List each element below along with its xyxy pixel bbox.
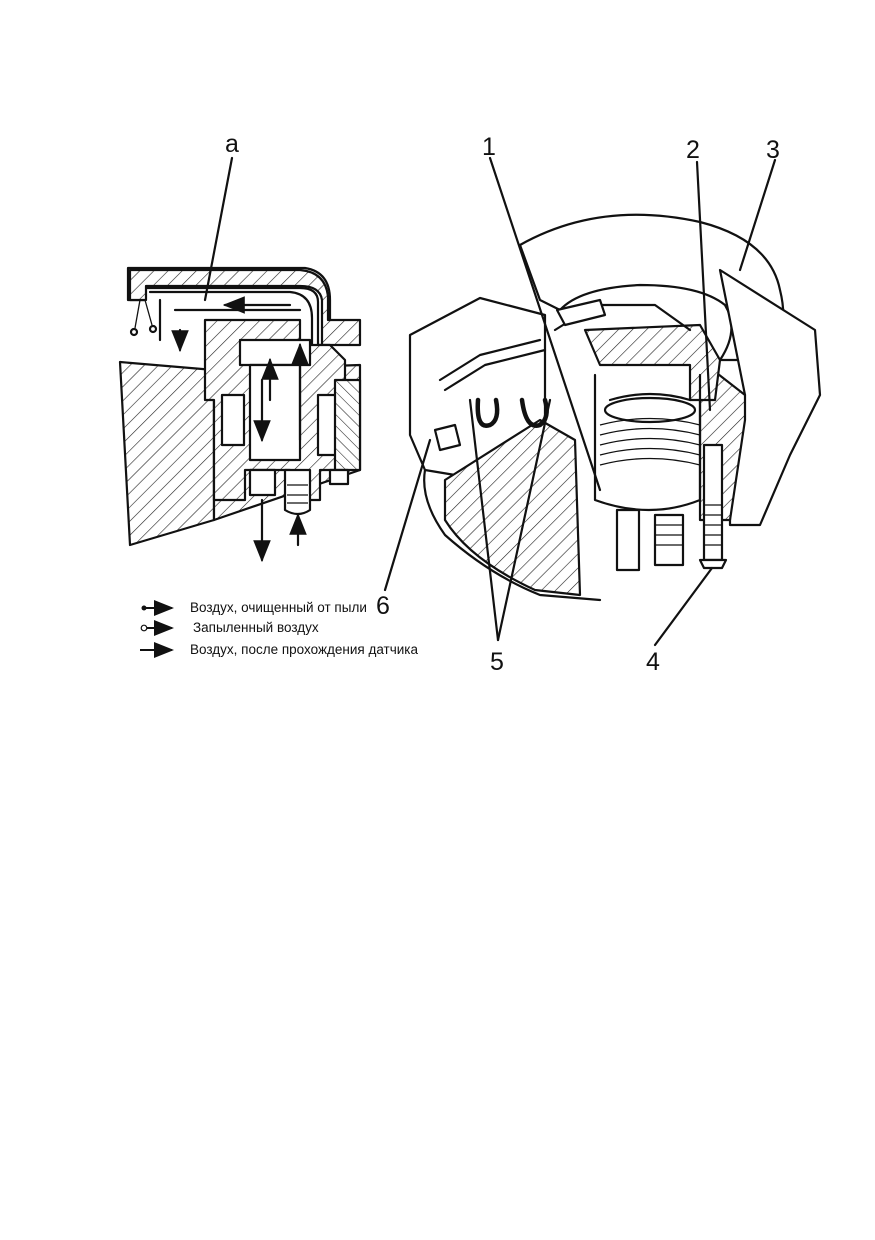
callout-4: 4 [646, 648, 660, 676]
callout-1: 1 [482, 133, 496, 161]
legend-item-clean-air: Воздух, очищенный от пыли [141, 600, 367, 616]
callout-2: 2 [686, 136, 700, 164]
legend-label-dusty-air: Запыленный воздух [193, 620, 319, 635]
panel-a-drawing [118, 156, 362, 563]
legend-label-post-sensor-air: Воздух, после прохождения датчика [190, 642, 418, 657]
callout-3: 3 [766, 136, 780, 164]
arrow-circle-line-icon [140, 620, 174, 636]
legend-item-post-sensor-air: Воздух, после прохождения датчика [140, 642, 418, 658]
panel-a-label: а [225, 130, 239, 158]
u-tube-right [519, 397, 549, 428]
u-tube-left [475, 397, 500, 428]
sensor-cutaway-drawing [383, 156, 822, 647]
legend: Воздух, очищенный от пыли Запыленный воз… [140, 600, 418, 658]
spring-coils [599, 417, 701, 466]
arrow-dot-line-icon [141, 600, 174, 616]
callout-5: 5 [490, 648, 504, 676]
legend-item-dusty-air: Запыленный воздух [140, 620, 319, 636]
callout-6: 6 [376, 592, 390, 620]
legend-label-clean-air: Воздух, очищенный от пыли [190, 600, 367, 615]
